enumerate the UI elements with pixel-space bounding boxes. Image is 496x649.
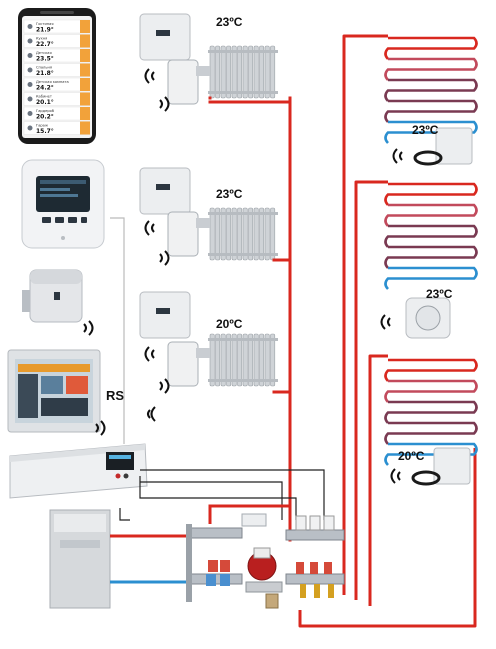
main-controller [9,443,148,499]
phone-item-name: Детская комната [36,80,69,84]
phone-item-name: Кухня [36,37,47,41]
floor-heating-loops [384,36,478,466]
room-icon [27,38,33,44]
wireless-signal-icon [95,406,156,436]
wall-controller [21,159,105,249]
floor-loop-zone-1 [384,36,478,144]
room-icon [27,111,33,116]
room-icon [27,125,33,131]
radiator-2 [208,207,278,261]
touch-panel [7,349,101,433]
phone-item-value: 21.8° [36,70,54,77]
phone-item-accent [80,63,90,77]
phone-item-value: 21.9° [36,27,54,34]
floor-thermostat-1 [413,127,473,166]
radiator-1 [208,45,278,99]
phone-item-name: Гардероб [36,109,55,113]
floor-loop-zone-2 [384,182,478,290]
phone-item-value: 20.1° [36,99,54,106]
boiler [49,509,111,609]
room-thermostat-3 [139,291,191,339]
phone-item-value: 24.2° [36,85,54,92]
phone-item-accent [80,121,90,135]
room-icon [27,82,33,87]
room-2-temperature: 23ºC [216,187,243,201]
floor-thermostat-3 [411,447,471,486]
room-icon [27,53,33,58]
floor-thermostat-2 [405,297,451,339]
room-icon [27,24,33,29]
room-1-temperature: 23ºC [216,15,243,29]
phone-item-value: 15.7° [36,128,54,135]
floor-zone-1-temperature: 23ºC [412,123,439,137]
floor-zone-3-temperature: 20ºC [398,449,425,463]
room-icon [27,67,33,73]
rs-label: RS [106,388,124,403]
radiator-3 [208,333,278,387]
radiator-actuator-3 [167,341,210,387]
radiators [208,45,278,387]
floor-heating-supply [298,34,477,628]
phone-item-name: Гараж [36,124,49,128]
wireless-signal-icon [83,320,94,336]
wireless-module [22,269,83,323]
manifold-group [186,513,345,609]
room-thermostat-1 [139,13,191,61]
phone-item-value: 23.5° [36,56,54,63]
room-icon [27,96,33,102]
radiator-pipes [208,96,292,542]
phone-item-accent [80,20,90,33]
floor-loop-zone-3 [384,358,478,466]
phone-item-name: Кабинет [36,95,52,99]
signal-wires [110,217,325,521]
phone-item-name: Спальня [36,66,52,70]
phone-item-accent [80,107,90,120]
phone-item-accent [80,49,90,62]
room-thermostat-2 [139,167,191,215]
wireless-signal-icon [380,148,403,484]
boiler-pipes [110,504,290,584]
phone-item-accent [80,34,90,48]
phone-app-list: Гостиная21.9°Кухня22.7°Детская23.5°Спаль… [23,19,91,136]
radiator-actuator-2 [167,211,210,257]
phone-item-value: 20.2° [36,114,54,121]
phone-item-accent [80,92,90,106]
phone-item-accent [80,78,90,91]
wireless-signal-icon [144,68,170,394]
floor-zone-2-temperature: 23ºC [426,287,453,301]
phone-item-name: Детская [36,51,52,55]
phone-item-value: 22.7° [36,41,54,48]
smartphone: Гостиная21.9°Кухня22.7°Детская23.5°Спаль… [18,8,96,144]
radiator-actuator-1 [167,59,210,105]
phone-item-name: Гостиная [36,22,54,26]
room-3-temperature: 20ºC [216,317,243,331]
